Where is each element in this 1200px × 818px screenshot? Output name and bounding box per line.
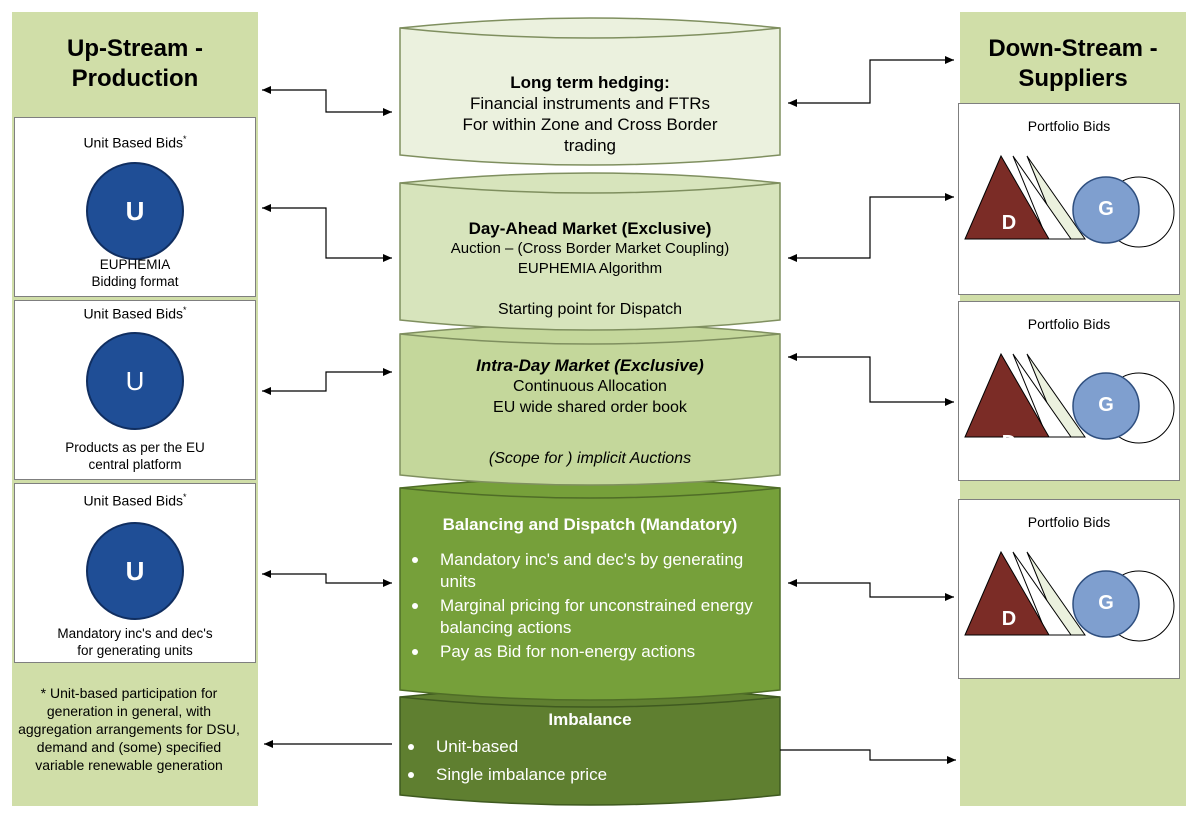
asterisk-mark: * bbox=[183, 305, 187, 315]
dayahead-text: Day-Ahead Market (Exclusive) Auction – (… bbox=[400, 219, 780, 279]
d-label: D bbox=[1001, 608, 1017, 630]
upstream-title: Up-Stream - Production bbox=[66, 35, 204, 92]
arrow-right-hedging bbox=[788, 56, 954, 107]
asterisk-mark: * bbox=[183, 492, 187, 502]
imbalance-bullet: Single imbalance price bbox=[404, 764, 774, 786]
arrow-right-imbalance bbox=[780, 749, 956, 764]
unit-circle: U bbox=[86, 162, 184, 260]
arrow-right-intraday bbox=[788, 353, 954, 406]
intraday-title: Intra-Day Market (Exclusive) bbox=[476, 356, 704, 375]
unit-bids-caption: Products as per the EU central platform bbox=[65, 440, 205, 472]
portfolio-graphic bbox=[964, 352, 1175, 444]
unit-bids-title: Unit Based Bids bbox=[83, 492, 184, 509]
unit-bids-box-1: Unit Based Bids* U EUPHEMIA Bidding form… bbox=[14, 117, 256, 297]
portfolio-bids-box-2: Portfolio Bids D G bbox=[958, 301, 1180, 481]
footnote: * Unit-based participation for generatio… bbox=[18, 685, 240, 773]
unit-circle: U bbox=[86, 332, 184, 430]
asterisk-mark: * bbox=[183, 134, 187, 144]
dayahead-shape bbox=[399, 172, 781, 331]
arrow-right-dayahead bbox=[788, 193, 954, 262]
portfolio-graphic bbox=[964, 550, 1175, 642]
unit-bids-box-3: Unit Based Bids* U Mandatory inc's and d… bbox=[14, 483, 256, 663]
imbalance-bullets: Unit-based Single imbalance price bbox=[404, 736, 774, 786]
intraday-auctions: (Scope for ) implicit Auctions bbox=[488, 450, 692, 467]
g-label: G bbox=[1098, 394, 1114, 416]
downstream-title: Down-Stream - Suppliers bbox=[988, 35, 1158, 92]
dayahead-title: Day-Ahead Market (Exclusive) bbox=[468, 219, 712, 238]
d-label: D bbox=[1001, 212, 1017, 234]
g-label: G bbox=[1098, 592, 1114, 614]
imbalance-bullet: Unit-based bbox=[404, 736, 774, 758]
hedging-title: Long term hedging: bbox=[510, 73, 670, 92]
balancing-title: Balancing and Dispatch (Mandatory) bbox=[442, 515, 738, 534]
balancing-bullets: Mandatory inc's and dec's by generating … bbox=[408, 549, 778, 663]
unit-circle: U bbox=[86, 522, 184, 620]
balancing-bullet: Marginal pricing for unconstrained energ… bbox=[408, 595, 778, 639]
balancing-bullet: Pay as Bid for non-energy actions bbox=[408, 641, 778, 663]
imbalance-title: Imbalance bbox=[548, 710, 632, 729]
g-label: G bbox=[1098, 198, 1114, 220]
unit-bids-title: Unit Based Bids bbox=[83, 305, 184, 322]
hedging-text: Long term hedging: Financial instruments… bbox=[400, 72, 780, 156]
unit-bids-box-2: Unit Based Bids* U Products as per the E… bbox=[14, 300, 256, 480]
hedging-shape bbox=[399, 17, 781, 166]
portfolio-graphic bbox=[964, 154, 1175, 248]
unit-bids-caption: EUPHEMIA Bidding format bbox=[91, 257, 179, 289]
arrow-left-dayahead bbox=[262, 204, 392, 262]
arrow-left-intraday bbox=[262, 368, 392, 395]
portfolio-bids-title: Portfolio Bids bbox=[1027, 514, 1111, 530]
portfolio-bids-title: Portfolio Bids bbox=[1027, 118, 1111, 134]
portfolio-bids-box-1: Portfolio Bids D G bbox=[958, 103, 1180, 295]
unit-bids-caption: Mandatory inc's and dec's for generating… bbox=[57, 626, 213, 658]
d-label: D bbox=[1001, 432, 1017, 454]
portfolio-bids-title: Portfolio Bids bbox=[1027, 316, 1111, 332]
dayahead-dispatch: Starting point for Dispatch bbox=[497, 301, 683, 318]
balancing-bullet: Mandatory inc's and dec's by generating … bbox=[408, 549, 778, 593]
arrow-right-balancing bbox=[788, 579, 954, 601]
portfolio-bids-box-3: Portfolio Bids D G bbox=[958, 499, 1180, 679]
unit-bids-title: Unit Based Bids bbox=[83, 134, 184, 151]
arrow-left-hedging bbox=[262, 86, 392, 116]
arrow-left-balancing bbox=[262, 570, 392, 587]
intraday-text: Intra-Day Market (Exclusive) Continuous … bbox=[400, 355, 780, 418]
